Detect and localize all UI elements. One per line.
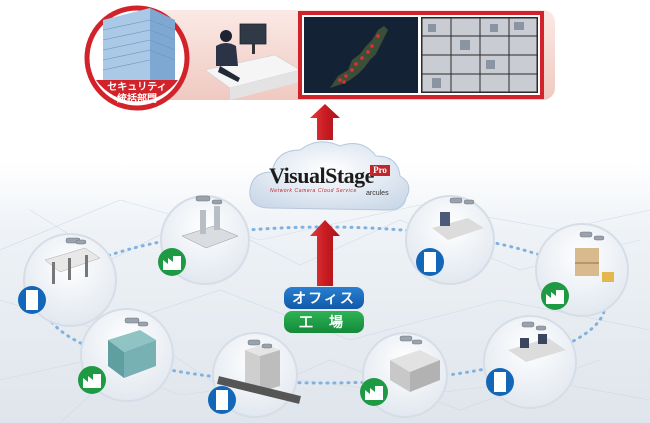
site-illustrations [44,206,614,404]
factory-label: 工場 [284,311,364,333]
security-dept-label-line1: セキュリティ [107,82,167,93]
arrow-cloud-to-panel [310,104,340,140]
security-dept-building [84,5,190,111]
security-dept-label-line2: 統括部門 [117,94,157,105]
factory-icon-badges [78,248,569,406]
japan-map [330,26,388,88]
map-markers [338,34,380,84]
product-logo-badge: Pro [370,165,390,176]
arrow-sites-to-cloud [310,220,340,286]
office-icon-badges [18,248,514,414]
camera-icons [65,195,605,349]
office-label: オフィス [284,287,364,309]
product-tagline: Network Camera Cloud Service [270,188,357,194]
camera-grid [421,17,538,93]
cloud-shape [249,141,410,211]
monitoring-panel [150,10,555,100]
security-label-band [96,80,178,102]
operator-desk-illustration [204,23,301,100]
security-dept-label: セキュリティ 統括部門 [100,82,174,106]
product-logo-name: VisualStage [269,163,374,188]
brand-name: arcules [366,190,389,197]
